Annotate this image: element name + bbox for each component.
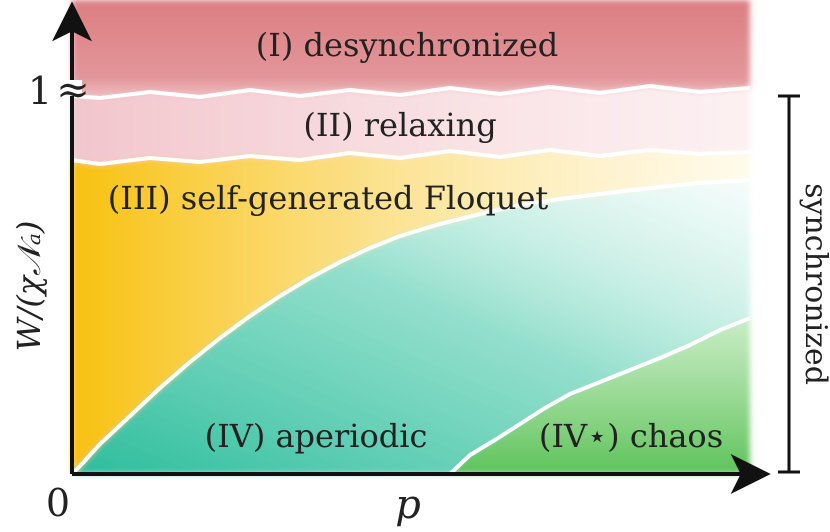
phase-boundaries — [70, 84, 751, 476]
region-labels: (I) desynchronized (II) relaxing (III) s… — [108, 26, 723, 455]
label-relaxing: (II) relaxing — [303, 106, 496, 144]
bracket — [778, 94, 800, 474]
boundary-relaxing-floquet — [71, 148, 751, 166]
boundary-desync-relaxing — [71, 84, 751, 100]
x-tick-0: 0 — [46, 481, 70, 525]
boundary-floquet-aperiodic — [70, 178, 751, 476]
phase-regions — [72, 0, 750, 474]
x-axis-label: p — [395, 482, 421, 528]
region-relaxing — [72, 86, 750, 164]
region-aperiodic — [72, 180, 750, 474]
label-self-generated-floquet: (III) self-generated Floquet — [108, 179, 549, 217]
axis-break-symbol: ≈ — [56, 67, 90, 113]
boundary-aperiodic-chaos — [448, 316, 751, 476]
axes: ≈ — [52, 1, 771, 494]
y-axis-label: W/(χ𝒩ₐ) — [10, 221, 48, 352]
region-desynchronized — [72, 0, 750, 98]
bracket-label: synchronized — [798, 183, 830, 385]
label-chaos: (IV⋆) chaos — [539, 417, 723, 455]
region-chaos — [450, 318, 750, 474]
label-aperiodic: (IV) aperiodic — [205, 417, 428, 455]
axis-break-gap — [62, 80, 82, 96]
y-tick-1: 1 — [28, 69, 52, 113]
label-desynchronized: (I) desynchronized — [256, 26, 559, 64]
region-self-generated-floquet — [72, 150, 750, 474]
